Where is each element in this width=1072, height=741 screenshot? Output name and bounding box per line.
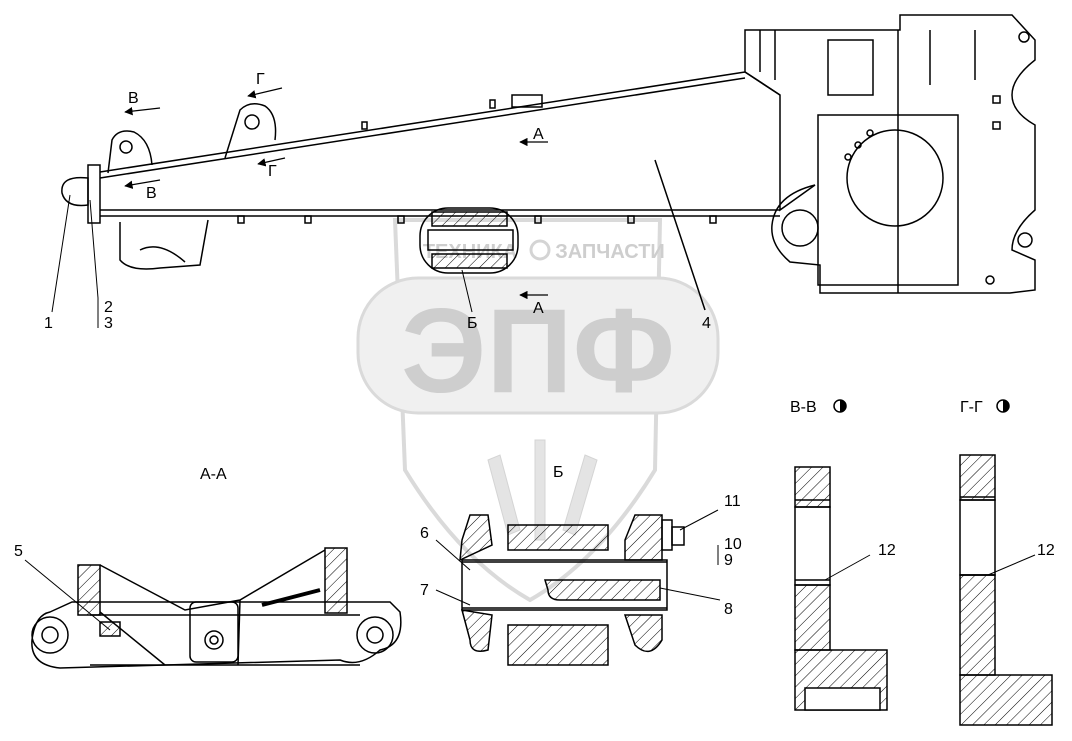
section-vv-view [794,466,888,711]
marker-a-bottom: А [533,300,544,317]
callout-10: 10 [724,536,742,553]
section-aa-view [31,547,402,669]
leader-12-gg [987,554,1036,576]
callout-1: 1 [44,315,53,332]
marker-v-top: В [128,90,139,107]
section-aa-title: А-А [200,466,227,483]
rotate-icon-vv [833,399,847,413]
leader-5 [24,559,111,631]
callout-12-gg: 12 [1037,542,1055,559]
callout-leaders-detail-b [435,509,721,606]
marker-b: Б [467,315,478,332]
watermark: ЭПФ ТЕХНИКА ЗАПЧАСТИ [356,218,720,603]
callout-8: 8 [724,601,733,618]
leader-12-vv [824,554,871,581]
section-arrows [124,87,548,300]
callout-leaders-main [51,194,473,328]
watermark-right-text: ЗАПЧАСТИ [555,241,665,263]
watermark-big-text: ЭПФ [401,284,675,418]
marker-a-top: А [533,126,544,143]
callout-5: 5 [14,543,23,560]
callout-3: 3 [104,315,113,332]
marker-v-bottom: В [146,185,157,202]
callout-2: 2 [104,299,113,316]
callout-7: 7 [420,582,429,599]
marker-g-top: Г [256,71,265,88]
rotate-icon-gg [996,399,1010,413]
marker-g-bottom: Г [268,163,277,180]
section-gg-title: Г-Г [960,399,983,416]
callout-11: 11 [724,493,741,510]
detail-b-title: Б [553,464,564,481]
boom-main-view [61,14,1036,311]
section-vv-title: В-В [790,399,817,416]
callout-6: 6 [420,525,429,542]
gear-icon [529,239,551,261]
detail-b-view [459,514,685,666]
section-gg-view [959,454,1053,726]
callout-4: 4 [702,315,711,332]
callout-12-vv: 12 [878,542,896,559]
callout-9: 9 [724,552,733,569]
